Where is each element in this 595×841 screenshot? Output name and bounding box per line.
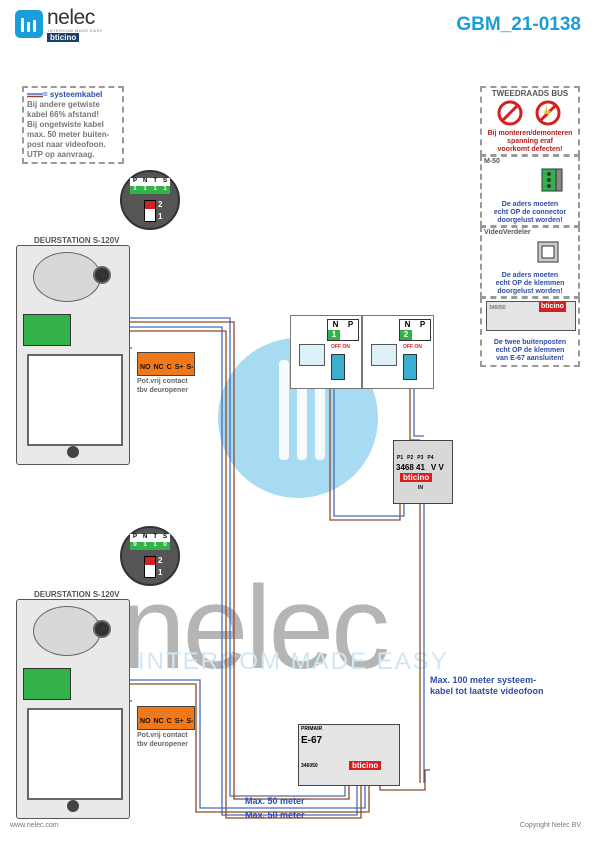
door-station-bottom [16, 599, 130, 819]
door-station-top [16, 245, 130, 465]
bus-title: TWEEDRAADS BUS [491, 89, 569, 98]
door-station-top-label: DEURSTATION S-120V [34, 236, 120, 245]
videophone-terminal [403, 354, 417, 380]
e67-power-supply: PRIMAIR E-67 346050 bticino [298, 724, 400, 786]
m50-connector-icon [541, 168, 563, 192]
videophone-screen-icon [299, 344, 325, 366]
logo-name: nelec [47, 6, 95, 29]
m50-panel: M-50 De aders moeten echt OP de connecto… [480, 155, 580, 227]
logo-brand: bticino [47, 33, 80, 42]
door-station-bottom-label: DEURSTATION S-120V [34, 590, 120, 599]
document-code: GBM_21-0138 [456, 14, 581, 35]
camera-module [33, 606, 101, 656]
terminal-strip [23, 314, 71, 346]
distance-systemcable: Max. 100 meter systeem- kabel tot laatst… [430, 675, 544, 696]
button-frame [27, 708, 123, 800]
videophone-screen-icon [371, 344, 397, 366]
e67-mini-device: 346050 bticino [486, 301, 576, 331]
videophone-terminal [331, 354, 345, 380]
camera-lens-icon [93, 620, 111, 638]
nelec-logo-icon [15, 10, 43, 38]
terminal-strip [23, 668, 71, 700]
jumper-switch [144, 556, 156, 578]
system-cable-icon [27, 93, 43, 98]
watermark-tagline: INTERCOM MADE EASY [138, 648, 449, 675]
logo-tagline: INTERCOM MADE EASY [48, 28, 103, 33]
button-frame [27, 354, 123, 446]
screw-icon [67, 446, 79, 458]
camera-module [33, 252, 101, 302]
vd-label: VideoVerdeler [484, 229, 531, 236]
footer-copyright: Copyright Nelec BV [519, 822, 581, 829]
relay-caption-bottom: Pot.vrij contact tbv deuropener [137, 732, 188, 748]
camera-lens-icon [93, 266, 111, 284]
cable-note-title: = systeemkabel [27, 90, 119, 100]
distance-max50-bottom: Max. 50 meter [245, 810, 305, 820]
bus-warning-panel: TWEEDRAADS BUS Bij monteren/demonteren s… [480, 86, 580, 156]
e67-hint-panel: 346050 bticino De twee buitenposten echt… [480, 297, 580, 367]
no-power-icon [497, 100, 561, 126]
screw-icon [67, 800, 79, 812]
distance-max50-top: Max. 50 meter [245, 796, 305, 806]
watermark-name: nelec [120, 562, 390, 694]
m50-label: M-50 [484, 158, 500, 165]
footer-website[interactable]: www.nelec.com [10, 822, 59, 829]
vd-terminal-icon [537, 241, 559, 263]
video-distributor-panel: VideoVerdeler De aders moeten echt OP de… [480, 226, 580, 298]
relay-caption-top: Pot.vrij contact tbv deuropener [137, 378, 188, 394]
jumper-switch [144, 200, 156, 222]
cable-note: = systeemkabel Bij andere getwiste kabel… [22, 86, 124, 164]
